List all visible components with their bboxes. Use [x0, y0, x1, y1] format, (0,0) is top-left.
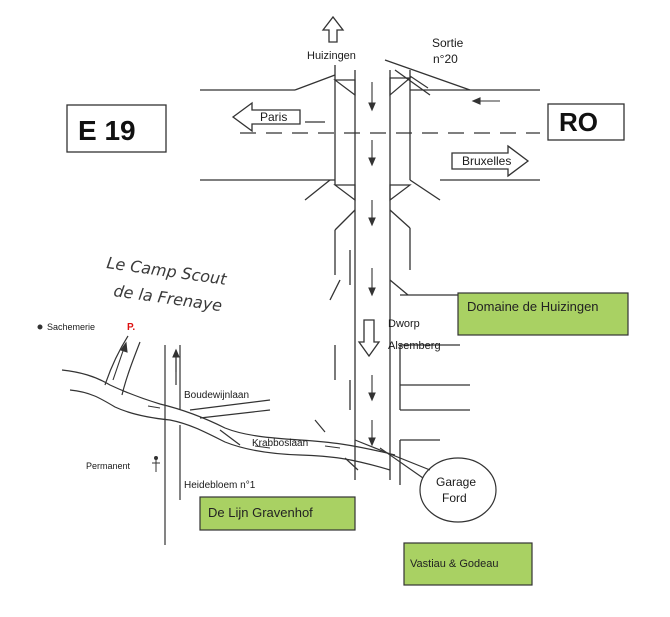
- domaine-box: [457, 292, 629, 336]
- right-street-blocks: [400, 294, 470, 441]
- garage-bubble: [354, 439, 497, 523]
- domaine-label: Domaine de Huizingen: [467, 299, 599, 314]
- permanent-label: Permanent: [86, 461, 131, 471]
- garage-label-line1: Garage: [436, 475, 476, 489]
- sachemerie-label: Sachemerie: [47, 322, 95, 332]
- traffic-arrows: [368, 75, 500, 447]
- local-streets: [61, 335, 396, 545]
- heidebloem-label: Heidebloem n°1: [184, 480, 256, 491]
- alsemberg-label: Alsemberg: [388, 340, 441, 352]
- ring-lines: [200, 89, 540, 181]
- highway-sign: [66, 104, 167, 153]
- ring-sign: [547, 103, 625, 141]
- sachemerie-icon: [37, 324, 43, 330]
- krabboslaan-label: Krabboslaan: [252, 438, 308, 449]
- vastiau-label: Vastiau & Godeau: [410, 558, 498, 570]
- delijn-box: [199, 496, 356, 531]
- vastiau-box: [403, 542, 533, 586]
- exit-label-line2: n°20: [433, 52, 458, 66]
- garage-label-line2: Ford: [442, 491, 467, 505]
- camp-title-line2: de la Frenaye: [112, 281, 223, 315]
- local-arrows: [112, 341, 341, 449]
- ring-label: RO: [559, 107, 598, 137]
- permanent-icon: [152, 456, 160, 472]
- highway-lines: [294, 59, 471, 485]
- huizingen-arrow-icon: [321, 15, 345, 43]
- delijn-label: De Lijn Gravenhof: [208, 505, 313, 520]
- exit-label-line1: Sortie: [432, 36, 464, 50]
- parking-marker: P.: [127, 322, 135, 333]
- bruxelles-arrow-icon: [451, 144, 530, 178]
- highway-label: E 19: [78, 115, 136, 146]
- interchange-blocks: [333, 77, 412, 202]
- bruxelles-label: Bruxelles: [462, 154, 511, 168]
- dworp-arrow-icon: [357, 319, 381, 358]
- dworp-label: Dworp: [388, 318, 420, 330]
- paris-label: Paris: [260, 110, 287, 124]
- huizingen-label: Huizingen: [307, 50, 356, 62]
- boudewijnlaan-label: Boudewijnlaan: [184, 390, 249, 401]
- paris-arrow-icon: [231, 101, 301, 133]
